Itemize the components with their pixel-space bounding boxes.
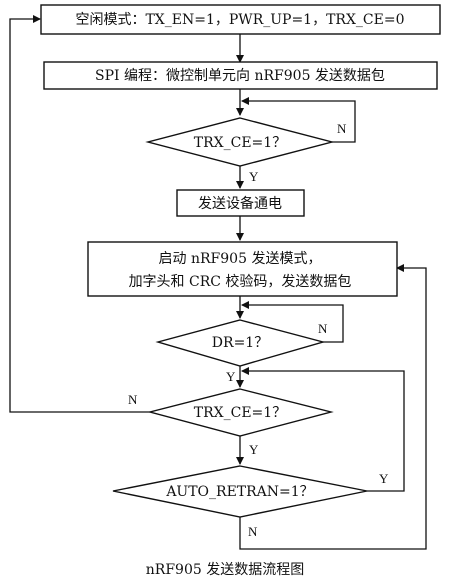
node-power-on-text: 发送设备通电 bbox=[198, 195, 282, 212]
node-idle: 空闲模式：TX_EN=1，PWR_UP=1，TRX_CE=0 bbox=[40, 4, 441, 35]
edge-trx1-no-loop bbox=[241, 97, 356, 143]
node-power-on: 发送设备通电 bbox=[176, 189, 305, 217]
label-dr-no: N bbox=[318, 321, 328, 336]
node-start-line1: 启动 nRF905 发送模式， bbox=[159, 251, 322, 267]
decision-auto-retran: AUTO_RETRAN=1？ bbox=[112, 465, 368, 518]
decision-dr-text: DR=1？ bbox=[212, 335, 268, 351]
label-auto-no: N bbox=[248, 524, 258, 539]
decision-dr: DR=1？ bbox=[155, 319, 326, 367]
decision-auto-retran-text: AUTO_RETRAN=1？ bbox=[165, 484, 313, 500]
decision-trx-ce-1-text: TRX_CE=1？ bbox=[194, 135, 286, 151]
node-spi: SPI 编程：微控制单元向 nRF905 发送数据包 bbox=[43, 61, 438, 90]
edge-auto-yes-loop bbox=[241, 367, 405, 492]
label-dr-yes: Y bbox=[226, 369, 236, 384]
node-idle-text: 空闲模式：TX_EN=1，PWR_UP=1，TRX_CE=0 bbox=[75, 12, 404, 28]
node-start-line2: 加字头和 CRC 校验码，发送数据包 bbox=[129, 273, 352, 290]
edge-trx2-no-idle bbox=[9, 15, 150, 413]
node-spi-text: SPI 编程：微控制单元向 nRF905 发送数据包 bbox=[95, 68, 385, 84]
node-start-transmit: 启动 nRF905 发送模式， 加字头和 CRC 校验码，发送数据包 bbox=[87, 241, 398, 297]
connectors bbox=[9, 15, 427, 550]
label-trx1-yes: Y bbox=[249, 169, 259, 184]
label-auto-yes: Y bbox=[379, 471, 389, 486]
label-trx2-yes: Y bbox=[249, 442, 259, 457]
edge-dr-no-loop bbox=[241, 301, 344, 343]
decision-trx-ce-1: TRX_CE=1？ bbox=[145, 117, 335, 167]
branch-labels: N Y N Y N Y Y N bbox=[128, 121, 389, 539]
edge-auto-no-start bbox=[239, 264, 427, 550]
decision-trx-ce-2: TRX_CE=1？ bbox=[147, 388, 334, 437]
label-trx2-no: N bbox=[128, 392, 138, 407]
label-trx1-no: N bbox=[337, 121, 347, 136]
decision-trx-ce-2-text: TRX_CE=1？ bbox=[194, 405, 286, 421]
diagram-caption: nRF905 发送数据流程图 bbox=[146, 562, 304, 578]
